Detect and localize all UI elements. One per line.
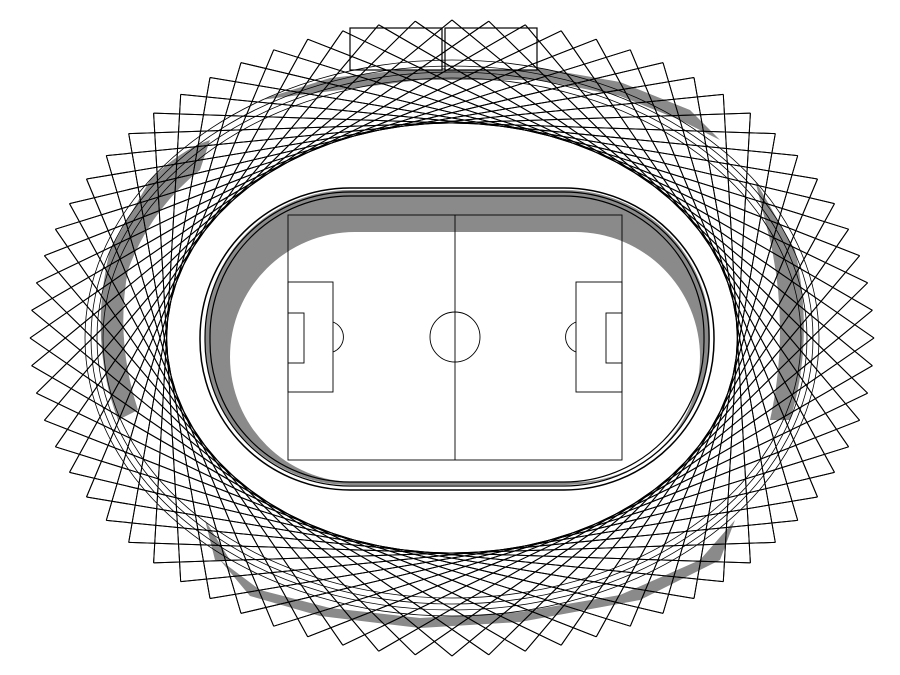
roof-chord: [153, 94, 182, 563]
roof-chord: [273, 446, 849, 627]
roof-chord: [629, 49, 818, 498]
football-pitch: [287, 214, 623, 461]
roof-chord: [69, 471, 664, 614]
center-circle: [429, 311, 481, 363]
roof-chord: [69, 38, 309, 473]
roof-chord: [722, 113, 751, 582]
roof-chord: [31, 365, 526, 652]
roof-chord: [693, 133, 776, 599]
roof-chord: [128, 112, 751, 135]
roof-chord: [54, 228, 344, 646]
roof-chord: [560, 228, 850, 646]
roof-chord: [662, 62, 799, 521]
roof-chord: [451, 309, 873, 657]
roof-chord: [240, 62, 835, 205]
roof-chord: [662, 155, 799, 614]
entrance-block-right: [444, 27, 538, 71]
roof-chord: [31, 24, 526, 311]
roof-chord: [378, 24, 873, 311]
roof-chord: [180, 93, 798, 157]
roof-chord: [55, 49, 631, 230]
roof-chord: [106, 93, 724, 157]
stand-ring: [96, 71, 808, 605]
track-outer-ring: [199, 187, 715, 491]
roof-chord: [240, 471, 835, 614]
roof-chord: [451, 19, 873, 367]
stand-shadow: [100, 68, 804, 628]
roof-chord: [86, 178, 275, 627]
roof-chord: [342, 392, 868, 646]
roof-chord: [105, 62, 242, 521]
roof-chord: [36, 282, 416, 656]
roof-chord: [86, 49, 275, 498]
track-inner-ring: [209, 195, 705, 483]
roof-chord: [560, 30, 850, 448]
roof-chord: [44, 419, 597, 638]
roof-chord: [54, 30, 344, 448]
roof-chord: [414, 337, 875, 656]
roof-chord: [105, 155, 242, 614]
roof-chord: [31, 19, 453, 367]
roof-chord: [273, 49, 849, 230]
roof-chord: [29, 20, 490, 339]
roof-chord: [29, 337, 490, 656]
roof-chord: [153, 541, 776, 564]
roof-chord: [488, 20, 868, 394]
roof-chord: [342, 30, 868, 284]
roof-chord: [69, 62, 664, 205]
roof-chord: [629, 178, 818, 627]
roof-chord: [128, 133, 211, 599]
roof-chord: [36, 392, 562, 646]
goal-area-right: [605, 312, 623, 364]
stand-ring: [90, 65, 814, 611]
penalty-arc-left: [332, 321, 344, 353]
roof-chord: [488, 282, 868, 656]
roof-chord: [31, 309, 453, 657]
roof-chord: [595, 203, 835, 638]
stand-ring: [84, 59, 820, 617]
roof-chord: [44, 255, 380, 652]
roof-chord: [307, 38, 860, 257]
roof-chord: [180, 519, 798, 583]
goal-area-left: [287, 312, 305, 364]
roof-chord: [524, 255, 860, 652]
roof-chord: [722, 94, 751, 563]
roof-chord: [378, 365, 873, 652]
penalty-arc-right: [565, 321, 577, 353]
roof-lattice: [29, 19, 875, 657]
roof-chord: [524, 24, 860, 421]
roof-chord: [44, 38, 597, 257]
roof-chord: [414, 20, 875, 339]
roof-chord: [36, 20, 416, 394]
field-surface: [230, 232, 700, 482]
arena-bowl: [199, 187, 715, 491]
roof-chord: [128, 541, 751, 564]
track-middle-ring: [204, 191, 710, 487]
roof-chord: [595, 38, 835, 473]
stand-ring: [102, 77, 802, 599]
roof-chord: [153, 113, 182, 582]
roof-chord: [44, 24, 380, 421]
roof-chord: [106, 519, 724, 583]
roof-chord: [86, 496, 695, 599]
stand-rings: [84, 59, 820, 617]
roof-chord: [86, 77, 695, 180]
roof-chord: [36, 30, 562, 284]
roof-chord: [153, 112, 776, 135]
roof-chord: [69, 203, 309, 638]
roof-chord: [55, 446, 631, 627]
roof-chord: [128, 77, 211, 543]
roof-chord: [693, 77, 776, 543]
roof-chord: [209, 496, 818, 599]
roof-chord: [209, 77, 818, 180]
roof-chord: [307, 419, 860, 638]
